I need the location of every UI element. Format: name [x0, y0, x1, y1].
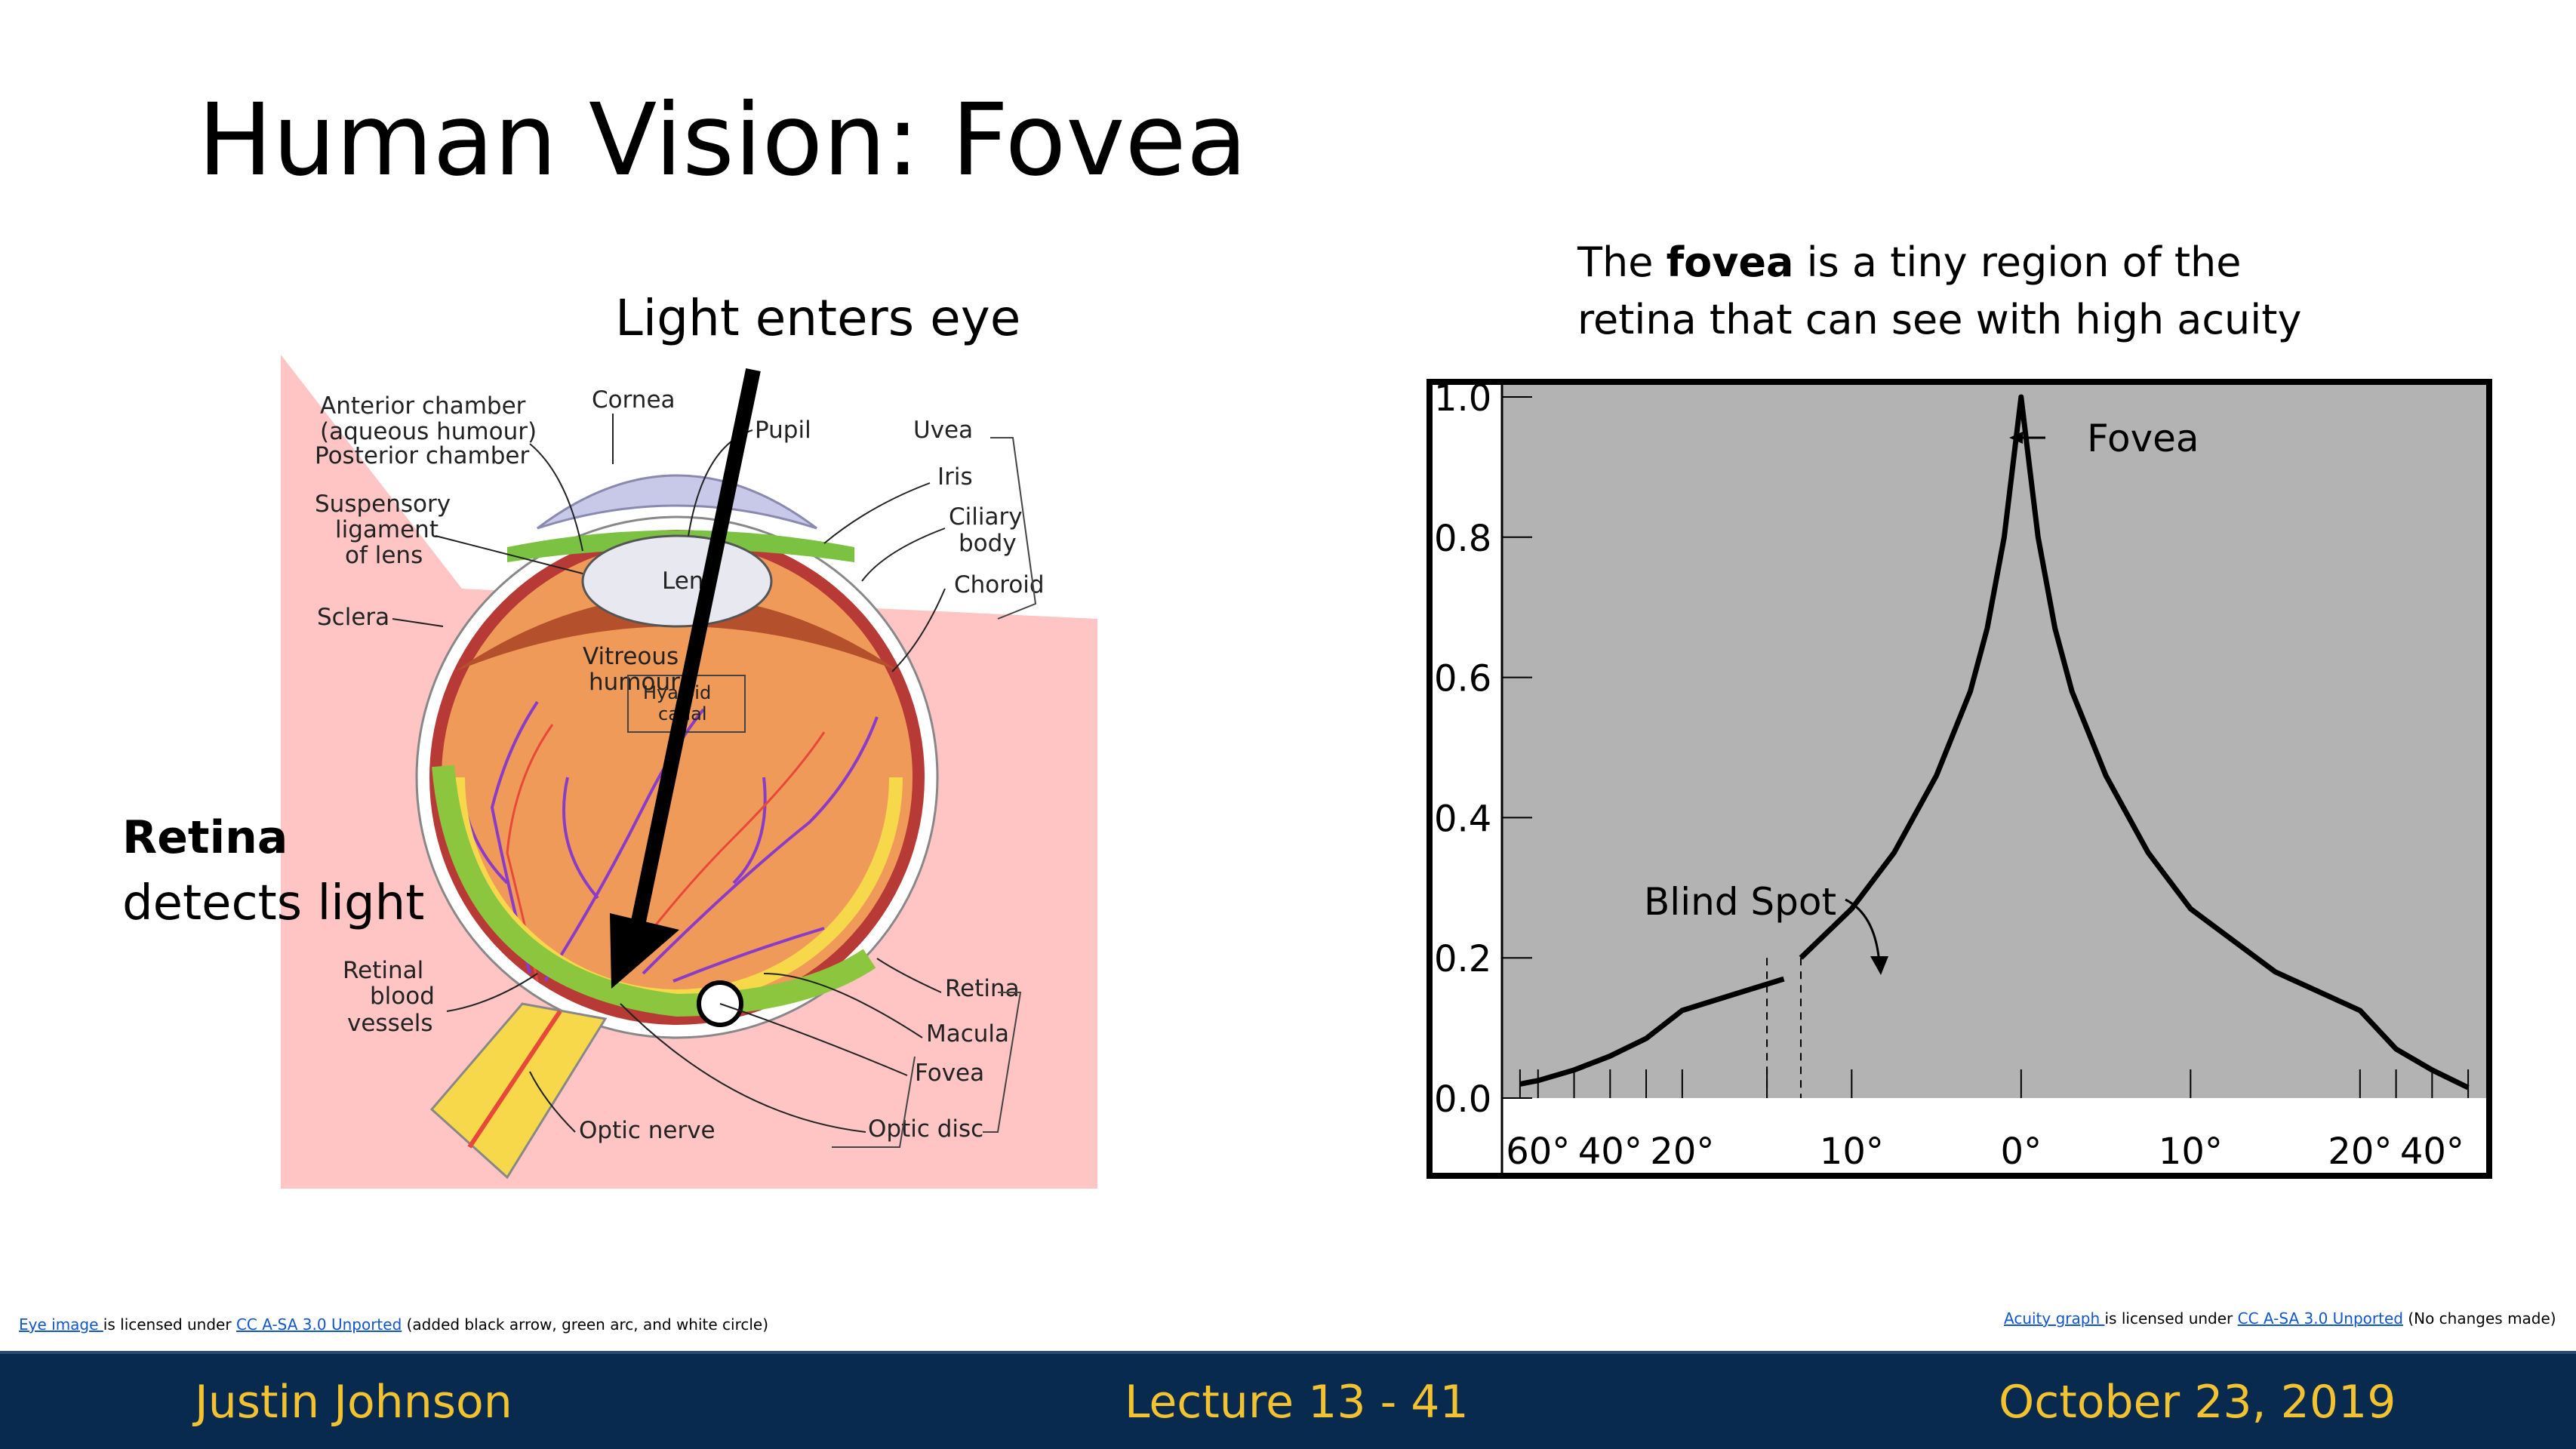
acuity-graph-link[interactable]: Acuity graph [2004, 1309, 2105, 1327]
label-retinal: Retinal [343, 957, 423, 984]
y-axis: 1.0 0.8 0.6 0.4 0.2 0.0 [1434, 379, 1532, 1121]
credit-right: Acuity graph is licensed under CC A-SA 3… [2004, 1309, 2556, 1327]
ciliary-region [454, 596, 900, 672]
lens-shape [581, 534, 773, 628]
label-ciliary: Ciliary [949, 503, 1023, 531]
x-tick-label: 40° [2400, 1131, 2464, 1173]
x-tick-label: 20° [2328, 1131, 2392, 1173]
label-anterior-sub: (aqueous humour) [320, 418, 537, 445]
footer-lecture: Lecture 13 - 41 [1125, 1376, 1469, 1429]
y-tick-label: 0.8 [1434, 518, 1491, 560]
right-license-link[interactable]: CC A-SA 3.0 Unported [2237, 1309, 2403, 1327]
label-vessels: vessels [347, 1010, 433, 1037]
label-optic-disc: Optic disc [868, 1115, 983, 1143]
label-anterior: Anterior chamber [320, 392, 526, 420]
eye-diagram: Anterior chamber (aqueous humour) Poster… [281, 355, 1097, 1189]
x-tick-label: 10° [1820, 1131, 1884, 1173]
label-ligament: ligament [335, 516, 439, 543]
series-layer [1519, 394, 2470, 1091]
caption-post: is a tiny region of the [1793, 238, 2242, 286]
label-blood: blood [370, 983, 435, 1010]
x-tick-label: 0° [2001, 1131, 2042, 1173]
optic-nerve-shape [429, 1002, 608, 1180]
label-cornea: Cornea [592, 386, 676, 414]
caption-line-2: retina that can see with high acuity [1577, 296, 2302, 343]
green-retina-arc [432, 764, 876, 1017]
acuity-chart: 1.00.80.60.40.20.0 60°40°20°10°0°10°20°4… [1426, 379, 2492, 1179]
caption-pre: The [1577, 238, 1667, 286]
x-tick-label: 60° [1506, 1131, 1570, 1173]
blind-spot-text: Blind Spot [1644, 880, 1836, 924]
label-posterior: Posterior chamber [315, 442, 529, 469]
light-arrow [610, 368, 761, 989]
footer-date: October 23, 2019 [1999, 1376, 2396, 1429]
label-humour: humour [589, 669, 680, 696]
slide-title: Human Vision: Fovea [198, 82, 1248, 198]
credit-left: Eye image is licensed under CC A-SA 3.0 … [19, 1315, 768, 1334]
blind-spot-annotation: Blind Spot [1644, 880, 1888, 975]
label-suspensory: Suspensory [315, 491, 451, 518]
x-axis: 60°40°20°10°0°10°20°40° [1506, 1069, 2470, 1173]
caption-bold: fovea [1666, 238, 1794, 286]
label-sclera: Sclera [317, 604, 389, 631]
x-tick-label: 10° [2159, 1131, 2223, 1173]
footer-bar [0, 1351, 2576, 1449]
y-tick-label: 0.6 [1434, 658, 1491, 700]
left-license-link[interactable]: CC A-SA 3.0 Unported [235, 1315, 402, 1334]
label-vitreous: Vitreous [583, 643, 679, 670]
label-uvea: Uvea [913, 417, 973, 444]
label-of-lens: of lens [345, 542, 423, 569]
light-enters-label: Light enters eye [615, 289, 1021, 347]
credit-left-mid: is licensed under [103, 1315, 236, 1334]
retina-description: detects light [122, 875, 425, 931]
label-choroid: Choroid [954, 571, 1045, 598]
x-tick-label: 20° [1650, 1131, 1714, 1173]
label-pupil: Pupil [755, 417, 811, 444]
eyeball [442, 542, 913, 1013]
label-macula: Macula [926, 1020, 1009, 1048]
credit-right-tail: (No changes made) [2402, 1309, 2556, 1327]
eye-image-link[interactable]: Eye image [19, 1315, 103, 1334]
retina-heading: Retina [122, 811, 288, 864]
label-optic-nerve: Optic nerve [579, 1117, 716, 1144]
footer-author: Justin Johnson [195, 1376, 512, 1429]
y-tick-label: 1.0 [1434, 379, 1491, 420]
acuity-series-1 [1519, 976, 1785, 1087]
fovea-annotation: Fovea [2009, 417, 2199, 460]
credit-right-mid: is licensed under [2104, 1309, 2238, 1327]
fovea-caption: The fovea is a tiny region of the retina… [1577, 234, 2301, 349]
y-tick-label: 0.4 [1434, 798, 1491, 840]
cornea-shape [537, 474, 817, 530]
blind-spot-lines [1766, 958, 1802, 1098]
label-retina: Retina [945, 975, 1020, 1002]
fovea-annotation-text: Fovea [2087, 417, 2199, 460]
label-iris: Iris [937, 463, 973, 491]
x-tick-label: 40° [1578, 1131, 1642, 1173]
label-fovea: Fovea [915, 1060, 984, 1087]
plot-area [1502, 385, 2486, 1098]
y-tick-label: 0.2 [1434, 938, 1491, 980]
y-tick-label: 0.0 [1434, 1078, 1491, 1121]
acuity-series-2 [1799, 394, 2470, 1091]
label-ciliary-body: body [959, 530, 1017, 557]
credit-left-tail: (added black arrow, green arc, and white… [402, 1315, 769, 1334]
